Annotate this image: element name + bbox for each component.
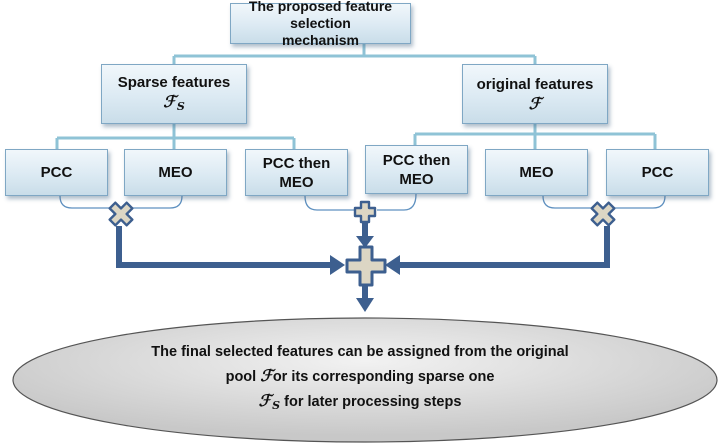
conclusion-line-3: ℱS for later processing steps (258, 391, 462, 412)
cross-operator-icon (108, 201, 134, 227)
title-line-2: mechanism (281, 32, 360, 48)
cross-operator-icon (590, 201, 616, 227)
conclusion-line-2: pool ℱor its corresponding sparse one (225, 366, 495, 385)
conclusion-line-1: The final selected features can be assig… (151, 344, 569, 360)
method-label-line-2: MEO (279, 173, 314, 191)
conclusion-text: The final selected features can be assig… (90, 340, 630, 420)
title-line-1: The proposed feature selection (248, 0, 393, 31)
original-features-label: original features (476, 76, 594, 93)
bracket-connectors (59, 193, 666, 211)
arrow-icon (330, 255, 345, 275)
arrow-icon (356, 298, 374, 312)
method-box-right-pcc: PCC (606, 149, 709, 196)
plus-operator-icon (353, 200, 377, 224)
title-box: The proposed feature selection mechanism (230, 0, 411, 48)
method-label-line-1: PCC then (262, 154, 331, 172)
method-box-right-meo: MEO (485, 149, 588, 196)
flow-arrows (116, 222, 610, 312)
method-label-line-2: MEO (399, 170, 434, 188)
method-box-right-pcc-then-meo: PCC then MEO (365, 145, 468, 194)
conclusion-sparse-symbol: ℱS (258, 391, 281, 412)
method-box-left-pcc-then-meo: PCC then MEO (245, 149, 348, 196)
tree-connectors (55, 44, 657, 149)
original-features-symbol: ℱ (528, 94, 542, 113)
conclusion-ellipse (12, 317, 718, 443)
method-label-line-1: PCC then (382, 151, 451, 169)
method-label: PCC (40, 164, 73, 181)
arrow-icon (385, 255, 400, 275)
method-box-left-meo: MEO (124, 149, 227, 196)
sparse-features-box: Sparse features ℱS (101, 64, 247, 124)
method-label: MEO (519, 164, 554, 181)
arrow-icon (356, 236, 374, 248)
right-flow-arrow (400, 226, 610, 268)
conclusion-symbol: ℱ (260, 366, 273, 385)
big-plus-operator-icon (345, 245, 387, 287)
method-box-left-pcc: PCC (5, 149, 108, 196)
original-features-box: original features ℱ (462, 64, 608, 124)
sparse-features-symbol: ℱS (163, 91, 185, 113)
sparse-features-label: Sparse features (117, 73, 231, 91)
method-label: MEO (158, 164, 193, 181)
method-label: PCC (641, 164, 674, 181)
left-flow-arrow (116, 226, 330, 268)
